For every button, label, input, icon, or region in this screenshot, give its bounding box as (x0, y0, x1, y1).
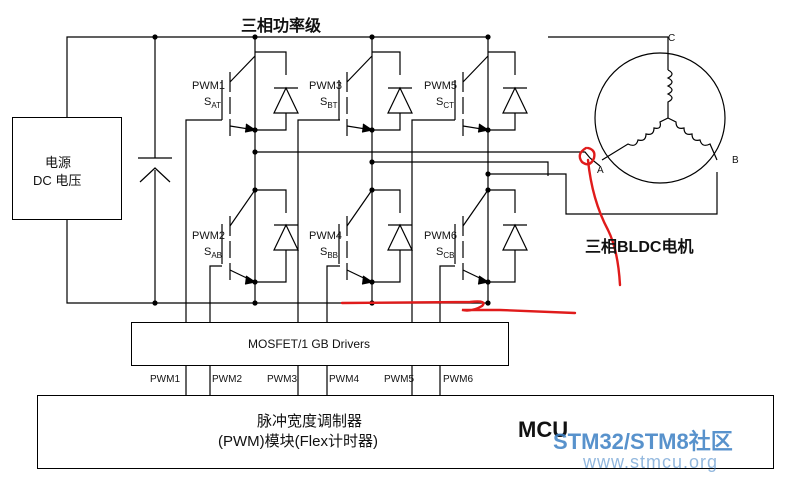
switch-name-label: SBT (320, 96, 338, 111)
diode-symbols (273, 86, 528, 251)
pwm-line-label: PWM1 (150, 374, 180, 385)
annotation-curve (586, 158, 622, 287)
motor-stator-circle (594, 52, 726, 184)
switch-pwm-label: PWM1 (192, 80, 225, 92)
diode-icon (273, 223, 299, 251)
pwm-line-label: PWM3 (267, 374, 297, 385)
power-source-box (12, 117, 122, 220)
switch-name-label: SCT (436, 96, 455, 111)
transistor-icon (221, 189, 257, 285)
annotation-underline (340, 300, 577, 315)
motor-phase-a-label: A (597, 165, 604, 176)
diode-icon (502, 86, 528, 114)
watermark-url: www.stmcu.org (583, 452, 719, 472)
wiring (66, 36, 718, 395)
pwm-line-label: PWM2 (212, 374, 242, 385)
diode-icon (273, 86, 299, 114)
switch-name-label: SAB (204, 246, 223, 261)
phase-c-wire (488, 172, 718, 215)
motor-symbol (594, 45, 726, 184)
gate-drivers-label: MOSFET/1 GB Drivers (248, 337, 371, 351)
pwm-line-label: PWM6 (443, 374, 473, 385)
transistor-icon (454, 55, 490, 136)
switch-name-label: SBB (320, 246, 339, 261)
winding-c-icon (666, 69, 673, 118)
gate-drivers-box (131, 322, 509, 366)
pwm-line-label: PWM5 (384, 374, 414, 385)
power-source-line2: DC 电压 (33, 173, 82, 188)
pwm-line-label: PWM4 (329, 374, 359, 385)
transistor-icon (338, 55, 374, 136)
mcu-box (37, 395, 774, 469)
switch-pwm-label: PWM2 (192, 230, 225, 242)
dc-positive-wire (66, 36, 488, 117)
power-source-line1: 电源 (45, 155, 72, 170)
mcu-pwm-line2: (PWM)模块(Flex计时器) (218, 433, 378, 450)
switch-pwm-label: PWM3 (309, 80, 342, 92)
motor-label: 三相BLDC电机 (585, 239, 694, 256)
phase-a-wire (255, 151, 601, 167)
motor-phase-c-label: C (668, 33, 676, 44)
transistor-icon (454, 189, 490, 285)
switch-name-label: SAT (204, 96, 221, 111)
switch-name-label: SCB (436, 246, 455, 261)
winding-a-icon (601, 117, 669, 161)
switch-pwm-label: PWM6 (424, 230, 457, 242)
winding-b-icon (667, 117, 718, 161)
watermark-brand: STM32/STM8社区 (553, 429, 733, 454)
red-annotations (340, 146, 622, 315)
transistor-icon (221, 55, 257, 136)
transistor-symbols (221, 55, 490, 285)
mcu-pwm-line1: 脉冲宽度调制器 (257, 413, 363, 430)
switch-pwm-label: PWM5 (424, 80, 457, 92)
junction-dots (152, 34, 491, 306)
phase-b-wire (372, 161, 549, 176)
switch-pwm-label: PWM4 (309, 230, 342, 242)
diagram-title: 三相功率级 (241, 18, 322, 35)
capacitor-plate-bottom (139, 167, 171, 183)
transistor-icon (338, 189, 374, 285)
diode-icon (502, 223, 528, 251)
diode-icon (387, 223, 413, 251)
motor-phase-b-label: B (732, 155, 739, 166)
mcu-label: MCU (518, 417, 569, 442)
diode-icon (387, 86, 413, 114)
